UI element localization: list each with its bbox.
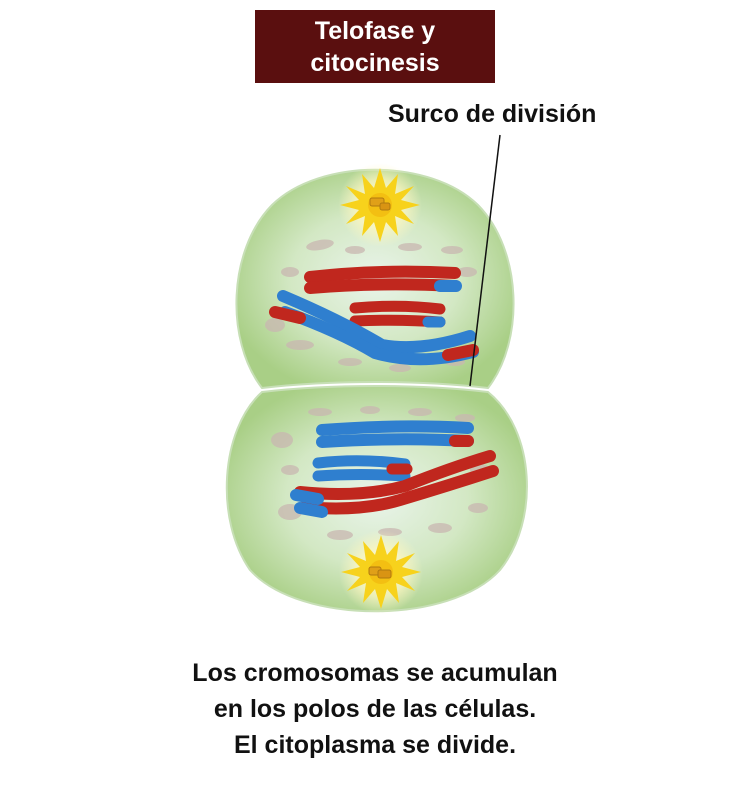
upper-chromosome-1a (304, 265, 461, 283)
lower-chromosome-3-tip-a (290, 489, 324, 505)
upper-centrosome (338, 163, 422, 247)
lower-chromosomes (290, 420, 499, 518)
caption-line-3: El citoplasma se divide. (233, 731, 517, 759)
upper-chromosome-3-tip-a (269, 306, 306, 324)
lower-centrosome (339, 530, 423, 614)
lower-chromosome-1b (316, 433, 474, 448)
lower-chromosome-2a (312, 455, 411, 470)
lower-chromosome-1a (316, 420, 474, 436)
upper-chromosomes (269, 265, 479, 366)
upper-chromosome-3a (277, 290, 476, 354)
upper-chromosome-1b (304, 278, 461, 294)
cleavage-furrow-pointer (469, 134, 501, 387)
lower-chromosome-3-tip-b (294, 502, 328, 518)
lower-chromosome-3b (299, 465, 499, 515)
cleavage-furrow-label: Surco de división (388, 100, 597, 128)
upper-chromosome-2a (349, 300, 446, 315)
lower-chromosome-3a (294, 450, 496, 500)
caption-line-2: en los polos de las células. (213, 695, 537, 723)
title-line-2: citocinesis (310, 49, 440, 77)
lower-chromosome-2b (312, 469, 411, 482)
upper-chromosome-3-tip-b (442, 344, 479, 361)
caption-line-1: Los cromosomas se acumulan (192, 659, 558, 687)
title-box: Telofase y citocinesis (255, 10, 495, 83)
title-line-1: Telofase y (314, 17, 436, 45)
caption: Los cromosomas se acumulan en los polos … (0, 655, 750, 763)
